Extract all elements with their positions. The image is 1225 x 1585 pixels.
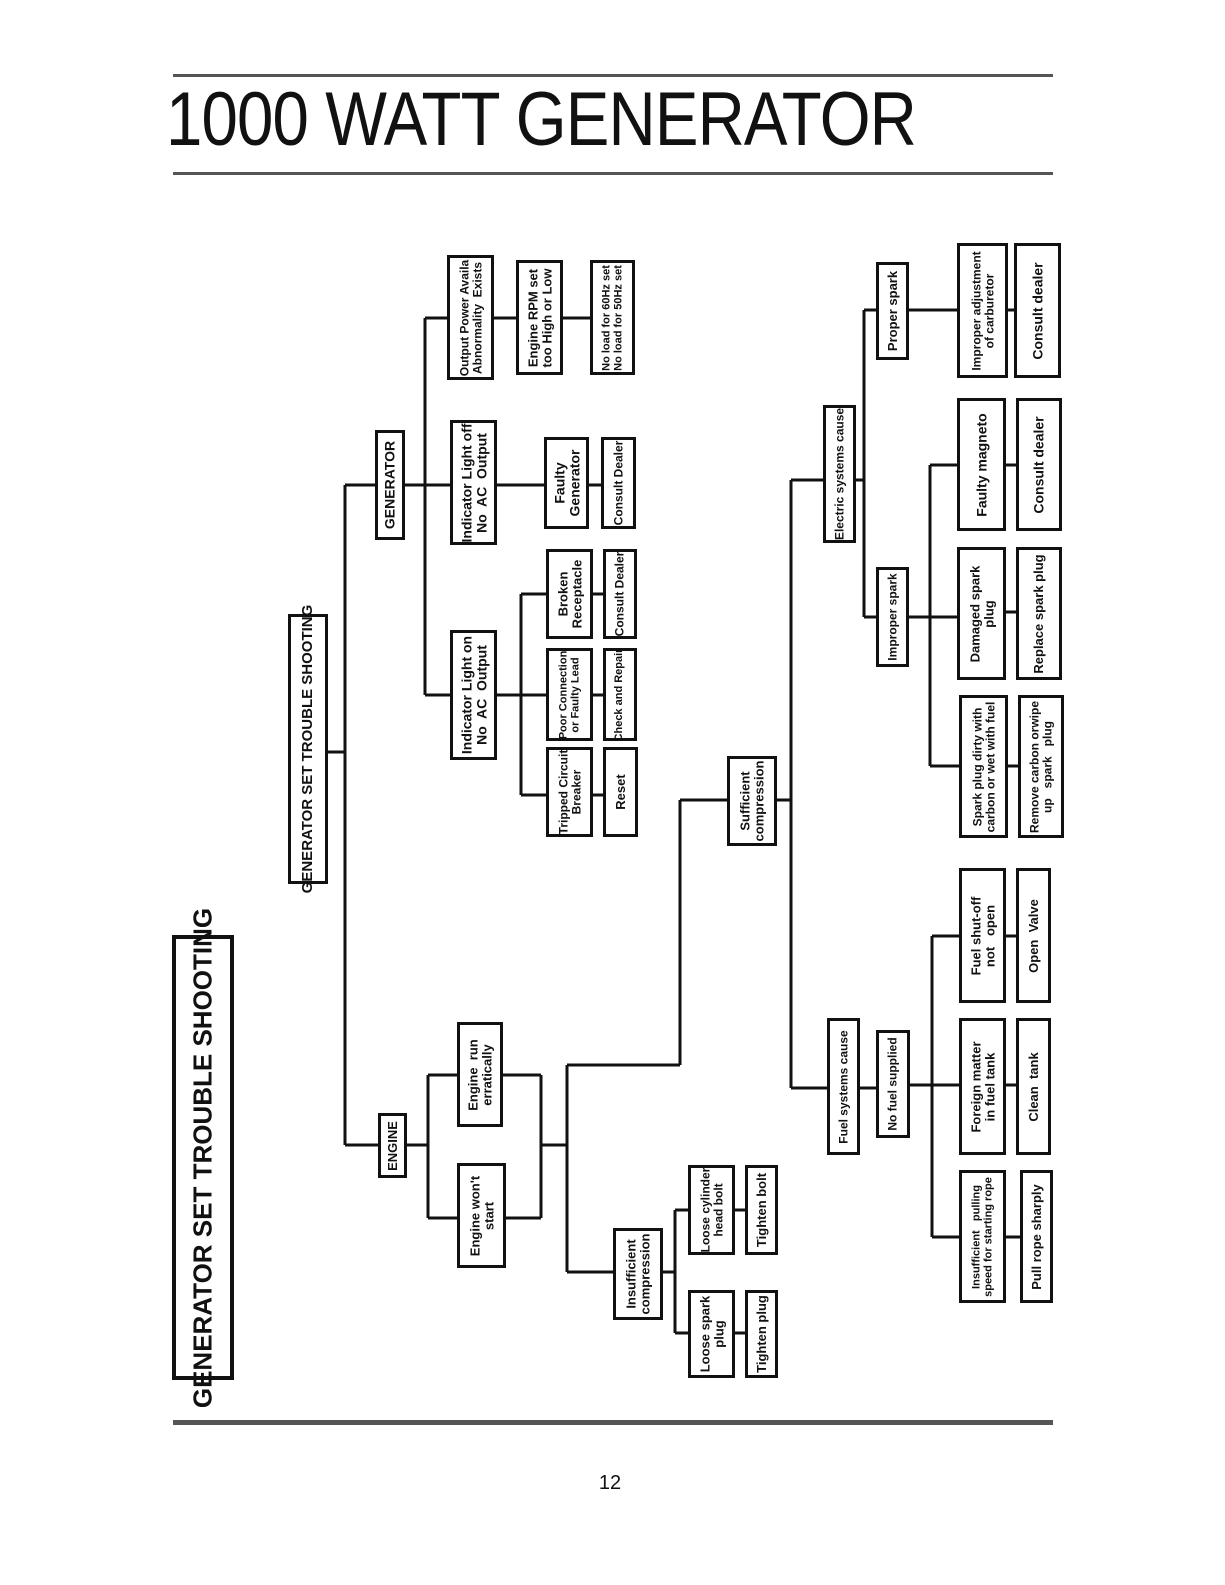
open-valve-text: Open Valve <box>1025 898 1041 973</box>
tripped-breaker-text: Tripped Circuit Breaker <box>555 749 583 835</box>
faulty-magneto-text: Faulty magneto <box>973 412 990 517</box>
page-number: 12 <box>598 1472 622 1494</box>
remove-carbon-text: Remove carbon orwipe up spark plug <box>1027 700 1054 833</box>
page-title: 1000 WATT GENERATOR <box>166 77 917 162</box>
proper-spark-node: Proper spark <box>876 262 909 360</box>
consult-dealer-3-text: Consult dealer <box>1029 261 1046 360</box>
indicator-off-node: Indicator Light off No AC Output <box>450 420 497 545</box>
wont-start-node: Engine won't start <box>457 1163 506 1268</box>
generator-node: GENERATOR <box>375 430 405 540</box>
insufficient-compression-text: Insufficient compression <box>623 1233 652 1315</box>
loose-spark-plug-node: Loose spark plug <box>688 1290 735 1378</box>
run-erratically-text: Engine run erratically <box>465 1038 494 1111</box>
loose-spark-plug-text: Loose spark plug <box>696 1295 726 1373</box>
insufficient-pulling-node: Insufficient pulling speed for starting … <box>959 1170 1006 1303</box>
consult-dealer-2-text: Consult Dealer <box>612 551 627 637</box>
no-load-node: No load for 60Hz set No load for 50Hz se… <box>590 260 635 375</box>
consult-dealer-2-node: Consult Dealer <box>603 549 637 639</box>
output-power-text: Output Power Availa Abnormality Exists <box>456 259 484 376</box>
replace-spark-plug-text: Replace spark plug <box>1031 553 1047 674</box>
indicator-on-text: Indicator Light on No AC Output <box>457 635 489 755</box>
reset-node: Reset <box>603 747 638 837</box>
engine-rpm-text: Engine RPM set too High or Low <box>524 268 554 367</box>
generator-node-text: GENERATOR <box>381 440 398 530</box>
engine-rpm-node: Engine RPM set too High or Low <box>516 260 563 375</box>
spark-plug-dirty-text: Spark plug dirty with carbon or wet with… <box>969 701 997 832</box>
run-erratically-node: Engine run erratically <box>457 1022 503 1127</box>
tighten-bolt-text: Tighten bolt <box>753 1172 769 1248</box>
indicator-off-text: Indicator Light off No AC Output <box>457 423 489 542</box>
no-fuel-node: No fuel supplied <box>876 1030 910 1138</box>
indicator-on-node: Indicator Light on No AC Output <box>450 630 497 760</box>
loose-cylinder-text: Loose cylinder head bolt <box>697 1167 725 1253</box>
fuel-systems-node: Fuel systems cause <box>827 1018 860 1155</box>
faulty-generator-text: Faulty Generator <box>550 449 582 517</box>
spark-plug-dirty-node: Spark plug dirty with carbon or wet with… <box>959 695 1008 838</box>
tighten-bolt-node: Tighten bolt <box>745 1165 778 1255</box>
foreign-matter-node: Foreign matter in fuel tank <box>959 1018 1006 1155</box>
clean-tank-text: Clean tank <box>1025 1051 1041 1122</box>
section-heading: GENERATOR SET TROUBLE SHOOTING <box>172 907 234 1408</box>
consult-dealer-3-node: Consult dealer <box>1014 243 1061 378</box>
fuel-shutoff-node: Fuel shut-off not open <box>959 868 1006 1003</box>
sufficient-compression-text: Sufficient compression <box>737 760 766 842</box>
engine-node: ENGINE <box>378 1113 407 1178</box>
output-power-node: Output Power Availa Abnormality Exists <box>447 255 494 380</box>
improper-spark-text: Improper spark <box>885 573 900 661</box>
root-node-text: GENERATOR SET TROUBLE SHOOTING <box>299 604 317 894</box>
improper-adjustment-node: Improper adjustment of carburetor <box>957 243 1008 378</box>
fuel-shutoff-text: Fuel shut-off not open <box>967 896 997 975</box>
replace-spark-plug-node: Replace spark plug <box>1016 547 1062 680</box>
electric-systems-node: Electric systems cause <box>823 405 856 543</box>
proper-spark-text: Proper spark <box>884 270 900 352</box>
root-node: GENERATOR SET TROUBLE SHOOTING <box>288 605 328 893</box>
damaged-spark-plug-node: Damaged spark plug <box>957 547 1006 680</box>
pull-rope-text: Pull rope sharply <box>1028 1183 1044 1290</box>
engine-node-text: ENGINE <box>384 1120 400 1171</box>
insufficient-pulling-text: Insufficient pulling speed for starting … <box>969 1176 994 1297</box>
tripped-breaker-node: Tripped Circuit Breaker <box>546 747 593 837</box>
wont-start-text: Engine won't start <box>466 1175 496 1256</box>
check-repair-text: Check and Repair <box>613 648 626 741</box>
improper-adjustment-text: Improper adjustment of carburetor <box>968 250 996 371</box>
title-underline <box>173 172 1053 175</box>
tighten-plug-text: Tighten plug <box>753 1295 769 1373</box>
check-repair-node: Check and Repair <box>603 648 637 741</box>
bottom-rule <box>173 1420 1053 1425</box>
faulty-magneto-node: Faulty magneto <box>957 398 1006 531</box>
improper-spark-node: Improper spark <box>876 567 909 667</box>
consult-dealer-4-text: Consult dealer <box>1030 415 1047 514</box>
reset-text: Reset <box>612 774 628 810</box>
no-fuel-text: No fuel supplied <box>885 1037 900 1131</box>
electric-systems-text: Electric systems cause <box>832 407 847 541</box>
pull-rope-node: Pull rope sharply <box>1020 1170 1053 1303</box>
broken-receptacle-text: Broken Receptacle <box>554 559 584 629</box>
insufficient-compression-node: Insufficient compression <box>613 1228 663 1320</box>
clean-tank-node: Clean tank <box>1016 1018 1051 1155</box>
section-heading-text: GENERATOR SET TROUBLE SHOOTING <box>187 907 218 1408</box>
broken-receptacle-node: Broken Receptacle <box>546 549 593 639</box>
tighten-plug-node: Tighten plug <box>745 1290 778 1378</box>
fuel-systems-text: Fuel systems cause <box>836 1029 851 1144</box>
top-rule <box>173 74 1053 77</box>
loose-cylinder-node: Loose cylinder head bolt <box>688 1165 735 1255</box>
consult-dealer-1-node: Consult Dealer <box>601 437 636 529</box>
faulty-generator-node: Faulty Generator <box>544 437 589 529</box>
open-valve-node: Open Valve <box>1016 868 1051 1003</box>
consult-dealer-4-node: Consult dealer <box>1016 398 1062 531</box>
foreign-matter-text: Foreign matter in fuel tank <box>967 1040 997 1133</box>
consult-dealer-1-text: Consult Dealer <box>611 440 626 526</box>
remove-carbon-node: Remove carbon orwipe up spark plug <box>1018 695 1064 838</box>
no-load-text: No load for 60Hz set No load for 50Hz se… <box>599 264 624 371</box>
poor-connection-text: Poor Connection or Faulty Lead <box>556 650 581 739</box>
damaged-spark-plug-text: Damaged spark plug <box>966 565 996 662</box>
poor-connection-node: Poor Connection or Faulty Lead <box>546 648 593 741</box>
sufficient-compression-node: Sufficient compression <box>727 756 777 846</box>
